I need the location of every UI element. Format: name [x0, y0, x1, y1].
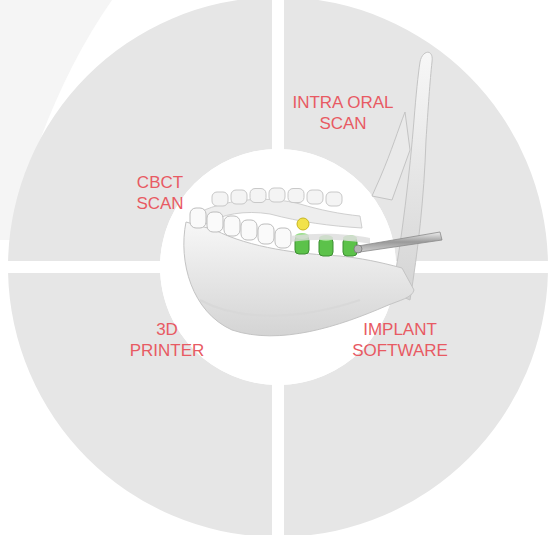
segment-label: INTRA ORAL SCAN: [285, 92, 401, 134]
segment-label: IMPLANT SOFTWARE: [348, 319, 452, 361]
segment-label: 3D PRINTER: [124, 319, 210, 361]
segment-label: CBCT SCAN: [129, 172, 191, 214]
